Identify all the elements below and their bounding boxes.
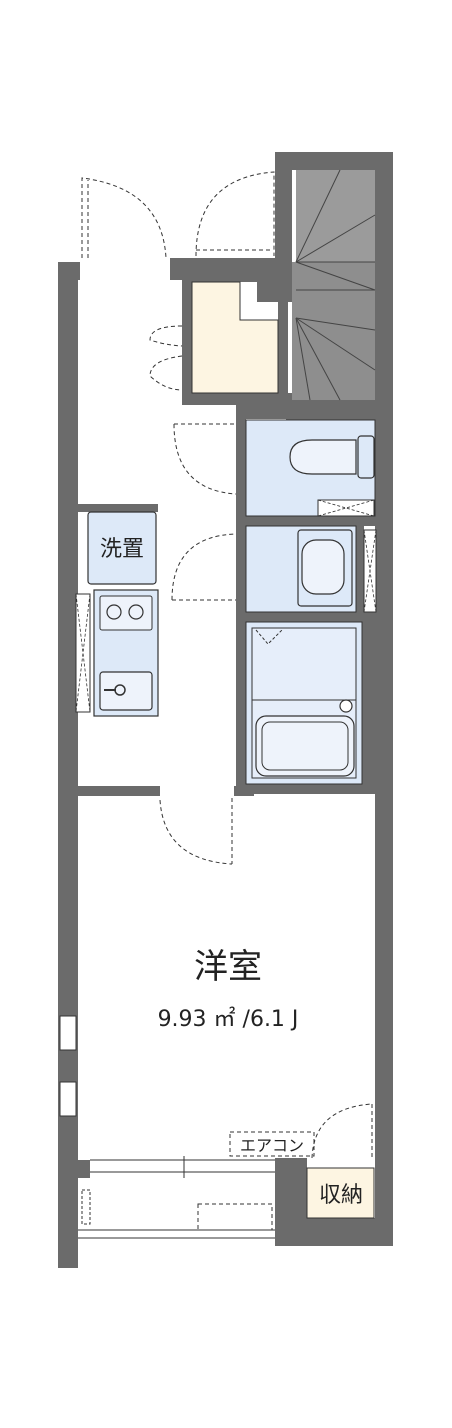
staircase (292, 169, 376, 401)
wash-basin-bowl (301, 539, 345, 595)
aircon-label: エアコン (240, 1136, 304, 1155)
washer-space (87, 511, 157, 585)
entrance-door-swing (81, 177, 167, 259)
wash-shelf-x2 (363, 529, 377, 613)
outdoor-unit (197, 1203, 273, 1231)
western-room-name: 洋室 (194, 947, 262, 987)
toilet-bowl (289, 439, 357, 475)
entrance-closet (191, 281, 279, 394)
wall-room-top-right (234, 786, 254, 796)
wall-closet-step (257, 280, 293, 302)
stair-upper (296, 170, 375, 262)
wall-wash-right (356, 526, 364, 616)
balcony (78, 1189, 275, 1239)
toilet-room (245, 419, 376, 517)
stove (99, 595, 153, 631)
bathroom (245, 621, 363, 785)
wall-stair-top (275, 152, 393, 170)
bath-shower-area (251, 627, 357, 701)
bathtub-inner (261, 721, 349, 771)
wall-balcony-left (58, 1160, 90, 1180)
washroom (245, 525, 377, 613)
stair-line-8 (295, 317, 311, 401)
stair-line-7 (295, 317, 376, 371)
toilet-door-swing (173, 423, 237, 495)
wall-bottom-right (275, 1218, 393, 1246)
wall-bath-bottom (240, 784, 380, 794)
wall-closet-left (182, 276, 192, 396)
doors (81, 171, 373, 1159)
western-room-area: 9.93 ㎡ /6.1 J (158, 1006, 299, 1032)
kitchen-cabinet (75, 593, 91, 713)
stair-line-6 (295, 317, 341, 401)
stair-line-5 (295, 317, 376, 331)
wall-closet-top (182, 276, 292, 282)
balcony-drain (81, 1189, 91, 1225)
room-door-swing (159, 799, 233, 865)
closet-door-swing-1 (149, 325, 183, 347)
storage-closet (306, 1167, 375, 1219)
kitchen-sink (99, 671, 153, 711)
closet-door-swing-2 (149, 355, 183, 391)
wash-door-swing (171, 533, 237, 601)
burner-left-icon (106, 604, 122, 620)
corridor-floor (78, 405, 236, 504)
windows (59, 1015, 77, 1117)
wall-bath-right (362, 620, 376, 790)
stair-line-3 (295, 261, 376, 291)
wall-washer-top (78, 504, 158, 512)
toilet-tank (357, 435, 375, 479)
entrance-floor (78, 280, 182, 405)
wall-stair-bottom (286, 400, 392, 420)
window-left-1 (59, 1015, 77, 1051)
toilet-shelf (317, 499, 375, 517)
balcony-floor (78, 1178, 275, 1238)
stair-line-2 (295, 214, 376, 263)
aircon-box (229, 1131, 315, 1157)
burner-right-icon (128, 604, 144, 620)
wall-stair-left (275, 152, 292, 264)
storage-label: 収納 (319, 1183, 363, 1208)
wall-left-upper (58, 262, 78, 1268)
outer-door-swing (195, 171, 275, 257)
wall-wash-bottom (240, 612, 380, 622)
stair-landing (292, 262, 375, 400)
wall-top-mid (170, 258, 292, 280)
western-room-floor (78, 796, 375, 1158)
bathtub (255, 715, 355, 777)
balcony-sliding-door (90, 1156, 275, 1178)
bath-drain-icon (339, 699, 353, 713)
bath-door-swing (255, 629, 283, 645)
window-left-2 (59, 1081, 77, 1117)
stair-line-4 (295, 169, 341, 263)
wall-core-left (236, 418, 246, 788)
storage-door-swing (311, 1103, 373, 1159)
wall-room-top-left (74, 786, 160, 796)
wall-right (375, 152, 393, 1246)
wall-closet-right (278, 300, 288, 400)
kitchen: 洗置 (75, 511, 159, 717)
washer-label: 洗置 (100, 537, 144, 562)
